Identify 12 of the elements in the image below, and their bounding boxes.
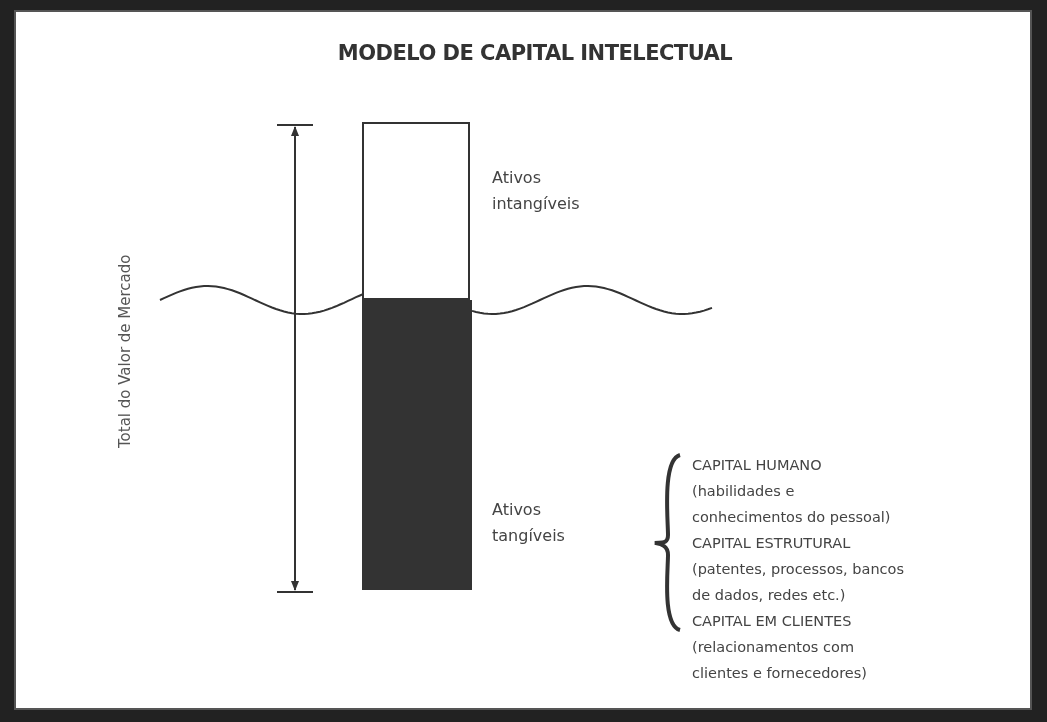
axis-label: Total do Valor de Mercado <box>114 253 135 450</box>
segment-label: Ativos intangíveis <box>492 167 581 215</box>
category-description: (relacionamentos com clientes e fornecedores) <box>692 638 868 683</box>
category-description: (habilidades e conhecimentos do pessoal) <box>692 482 892 527</box>
bar-segment <box>362 122 470 300</box>
segment-label: Ativos tangíveis <box>492 499 566 547</box>
title: MODELO DE CAPITAL INTELECTUAL <box>336 40 734 67</box>
category-description: (patentes, processos, bancos de dados, redes etc.) <box>692 560 905 605</box>
bar-segment <box>362 300 472 590</box>
category-heading: CAPITAL HUMANO <box>692 456 823 475</box>
category-heading: CAPITAL EM CLIENTES <box>692 612 853 631</box>
category-heading: CAPITAL ESTRUTURAL <box>692 534 852 553</box>
